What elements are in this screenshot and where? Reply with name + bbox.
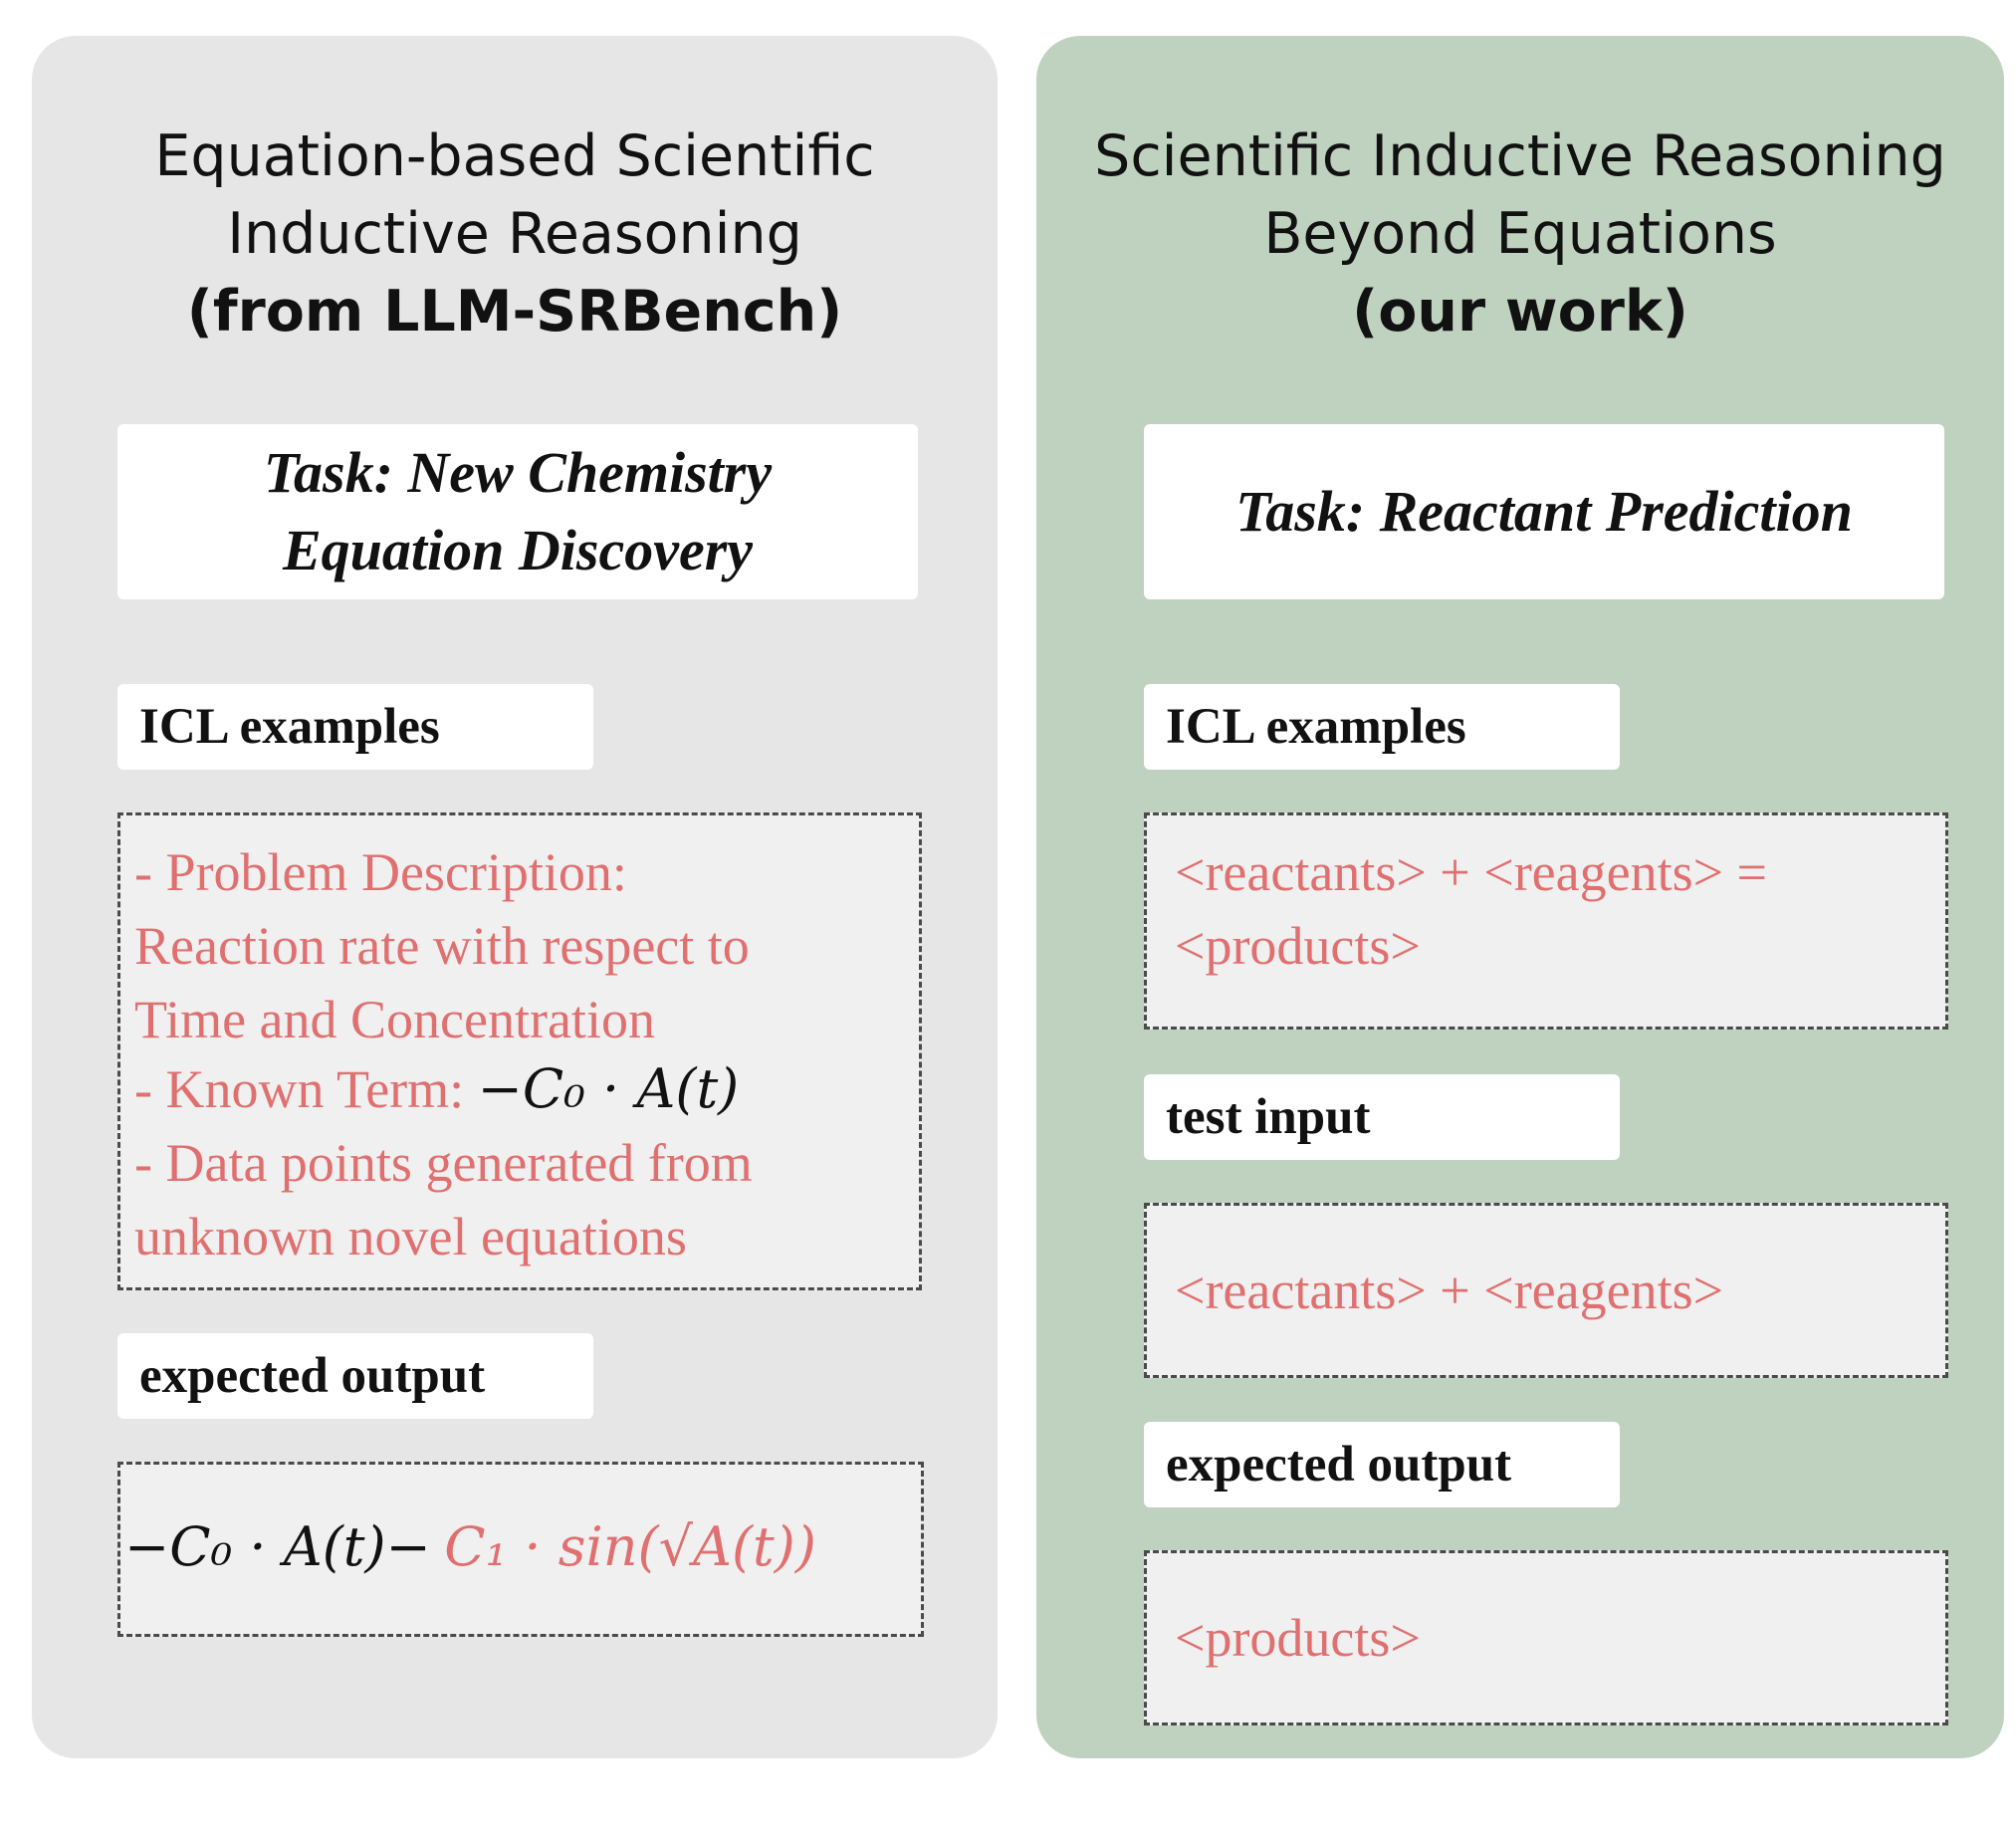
left-task-line-2: Equation Discovery <box>282 518 754 582</box>
known-term-label: - Known Term: <box>134 1059 465 1119</box>
left-icl-line-5: - Data points generated from <box>134 1133 753 1193</box>
right-panel: Scientific Inductive Reasoning Beyond Eq… <box>1036 36 2004 1758</box>
left-panel-title: Equation-based Scientific Inductive Reas… <box>32 117 998 350</box>
right-icl-line-1: <reactants> + <reagents> = <box>1175 842 1768 902</box>
right-task-label: Task: Reactant Prediction <box>1235 479 1853 544</box>
left-icl-line-4: - Known Term: −C₀ · A(t) <box>134 1052 739 1126</box>
right-test-line: <reactants> + <reagents> <box>1175 1261 1724 1320</box>
left-title-line-1: Equation-based Scientific <box>154 123 875 189</box>
left-icl-line-1: - Problem Description: <box>134 842 627 902</box>
right-expected-line: <products> <box>1175 1608 1421 1668</box>
left-panel: Equation-based Scientific Inductive Reas… <box>32 36 998 1758</box>
right-task-box: Task: Reactant Prediction <box>1144 424 1944 599</box>
left-icl-box: - Problem Description: Reaction rate wit… <box>117 812 922 1290</box>
right-expected-label: expected output <box>1144 1422 1620 1507</box>
left-icl-line-2: Reaction rate with respect to <box>134 916 750 976</box>
right-expected-box: <products> <box>1144 1550 1948 1725</box>
known-term-equation: −C₀ · A(t) <box>477 1057 740 1120</box>
right-title-line-1: Scientific Inductive Reasoning <box>1094 123 1946 189</box>
right-icl-box: <reactants> + <reagents> = <products> <box>1144 812 1948 1030</box>
right-panel-title: Scientific Inductive Reasoning Beyond Eq… <box>1036 117 2004 350</box>
left-expected-label: expected output <box>117 1333 593 1419</box>
expected-new-part: C₁ · sin(√A(t)) <box>444 1515 816 1578</box>
left-title-source: (from LLM-SRBench) <box>186 279 843 345</box>
left-expected-box: −C₀ · A(t)− C₁ · sin(√A(t)) <box>117 1462 924 1637</box>
left-task-line-1: Task: New Chemistry <box>263 440 773 505</box>
left-icl-line-3: Time and Concentration <box>134 990 655 1049</box>
left-title-line-2: Inductive Reasoning <box>227 201 802 267</box>
right-title-source: (our work) <box>1352 279 1688 345</box>
right-icl-line-2: <products> <box>1175 916 1421 976</box>
right-title-line-2: Beyond Equations <box>1263 201 1777 267</box>
expected-known-part: −C₀ · A(t)− <box>124 1515 431 1578</box>
left-task-box: Task: New Chemistry Equation Discovery <box>117 424 918 599</box>
right-test-label: test input <box>1144 1074 1620 1160</box>
right-icl-label: ICL examples <box>1144 684 1620 770</box>
left-icl-label: ICL examples <box>117 684 593 770</box>
expected-equation: −C₀ · A(t)− C₁ · sin(√A(t)) <box>124 1510 816 1584</box>
left-icl-line-6: unknown novel equations <box>134 1207 687 1266</box>
right-test-box: <reactants> + <reagents> <box>1144 1203 1948 1378</box>
